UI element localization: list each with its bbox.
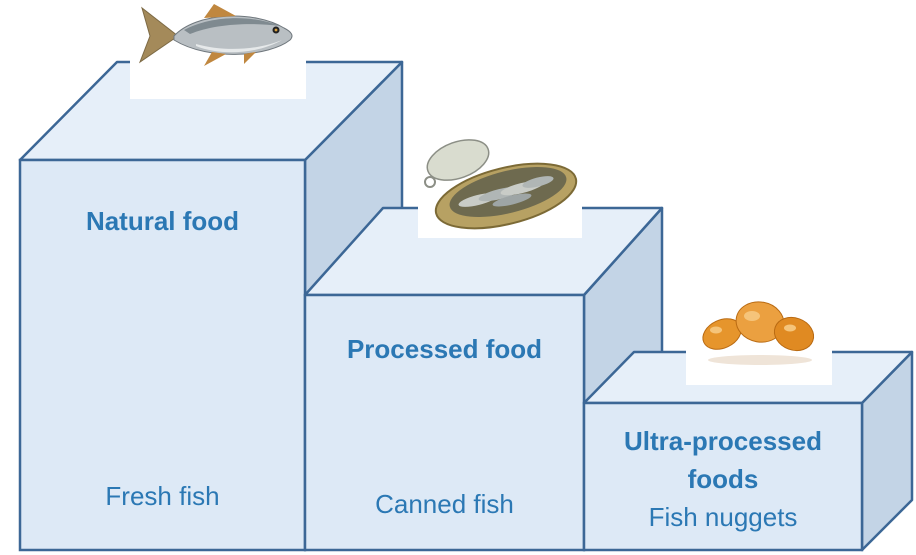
fresh-fish-photo (130, 2, 306, 99)
ultra-processed-title-line2: foods (584, 462, 862, 496)
canned-sardines-photo (418, 132, 583, 240)
natural-food-example: Fresh fish (20, 479, 305, 513)
fish-nuggets-photo (686, 295, 832, 385)
processed-food-title: Processed food (305, 332, 584, 366)
ultra-processed-title-line1: Ultra-processed (584, 424, 862, 458)
ultra-processed-example: Fish nuggets (584, 500, 862, 534)
processed-food-example: Canned fish (305, 487, 584, 521)
natural-food-title: Natural food (20, 204, 305, 238)
